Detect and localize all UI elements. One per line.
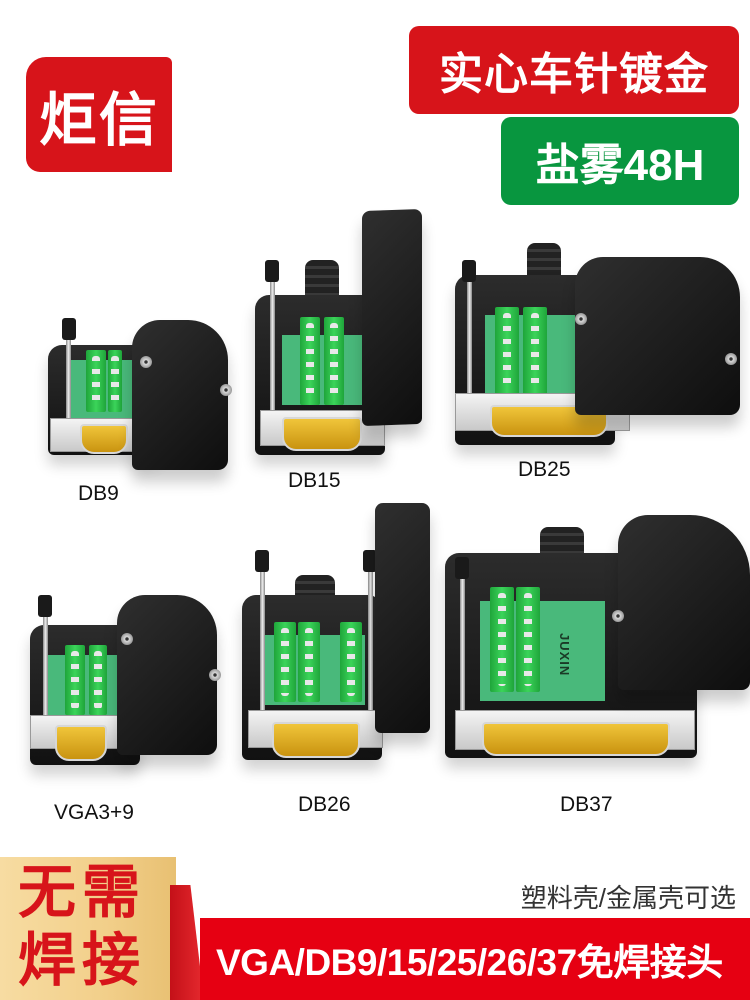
product-label-db37: DB37 [560, 793, 613, 816]
screw-icon [121, 633, 133, 645]
terminal-block [274, 622, 296, 702]
terminal-block [298, 622, 320, 702]
product-db15 [250, 205, 450, 465]
cable-boot [540, 527, 584, 557]
terminal-block [89, 645, 107, 715]
product-label-db25: DB25 [518, 458, 571, 481]
thumbscrew-rod [467, 271, 472, 401]
screw-icon [140, 356, 152, 368]
connector-cover [618, 515, 750, 690]
product-vga3-9 [25, 585, 235, 775]
screw-icon [612, 610, 624, 622]
terminal-block [340, 622, 362, 702]
dsub-connector [80, 424, 128, 454]
feature-badge-gold-plated-pins: 实心车针镀金 [409, 26, 739, 114]
shell-options-note: 塑料壳/金属壳可选 [520, 883, 736, 913]
feature-badge-salt-spray: 盐雾48H [501, 117, 739, 205]
thumbscrew-rod [260, 562, 265, 712]
pcb-board [47, 655, 127, 715]
screw-icon [220, 384, 232, 396]
ribbon-fold [170, 885, 204, 1000]
thumbscrew-knob [62, 318, 76, 340]
thumbscrew-rod [460, 570, 465, 715]
no-solder-badge: 无需焊接 [0, 857, 176, 1000]
pcb-brand-text: JUXIN [557, 633, 572, 677]
product-range-banner: VGA/DB9/15/25/26/37免焊接头 [200, 918, 750, 1000]
connector-cover [575, 257, 740, 415]
terminal-block [490, 587, 514, 692]
thumbscrew-knob [455, 557, 469, 579]
dsub-connector [482, 722, 670, 756]
thumbscrew-rod [270, 273, 275, 413]
product-db37: JUXIN [440, 515, 750, 775]
product-db25 [445, 235, 750, 450]
cable-boot [527, 243, 561, 279]
thumbscrew-knob [265, 260, 279, 282]
connector-cover [117, 595, 217, 755]
thumbscrew-knob [38, 595, 52, 617]
product-label-db9: DB9 [78, 482, 119, 505]
connector-cover [362, 208, 422, 427]
terminal-block [523, 307, 547, 395]
no-solder-badge-text: 无需焊接 [18, 860, 147, 993]
dsub-connector [55, 725, 107, 761]
product-label-db26: DB26 [298, 793, 351, 816]
product-db26 [230, 500, 450, 780]
thumbscrew-knob [462, 260, 476, 282]
connector-cover [375, 503, 430, 733]
terminal-block [108, 350, 122, 412]
dsub-connector [272, 722, 360, 758]
brand-logo-badge: 炬信 [26, 57, 172, 172]
terminal-block [86, 350, 106, 412]
screw-icon [725, 353, 737, 365]
dsub-connector [282, 417, 362, 451]
cable-boot [305, 260, 339, 300]
screw-icon [209, 669, 221, 681]
product-label-db15: DB15 [288, 469, 341, 492]
product-db9 [40, 300, 240, 480]
terminal-block [516, 587, 540, 692]
terminal-block [300, 317, 320, 405]
thumbscrew-rod [43, 607, 48, 717]
thumbscrew-rod [368, 562, 373, 712]
thumbscrew-knob [363, 550, 377, 572]
connector-cover [132, 320, 228, 470]
thumbscrew-rod [66, 330, 71, 425]
thumbscrew-knob [255, 550, 269, 572]
product-label-vga3-9: VGA3+9 [54, 801, 134, 824]
terminal-block [495, 307, 519, 395]
screw-icon [575, 313, 587, 325]
terminal-block [324, 317, 344, 405]
terminal-block [65, 645, 85, 715]
